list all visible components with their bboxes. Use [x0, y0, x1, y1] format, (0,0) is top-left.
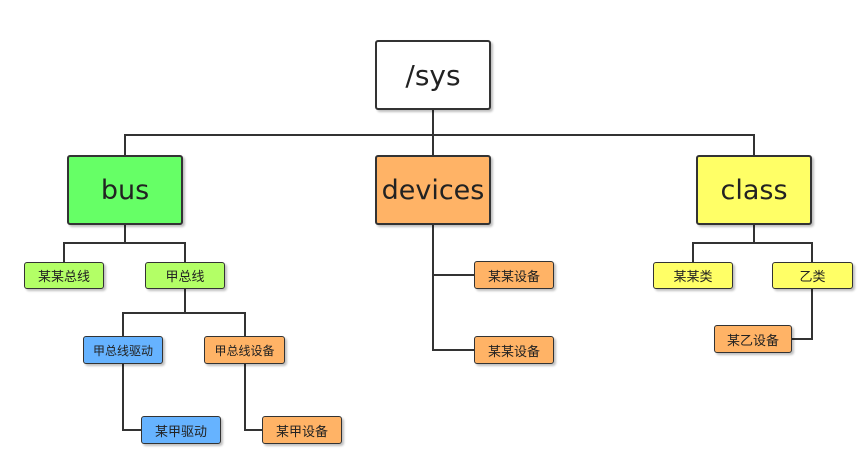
connector-level1-bar [124, 134, 755, 155]
node-a-bus-driver: 甲总线驱动 [83, 336, 163, 364]
node-some-a-driver: 某甲驱动 [141, 416, 221, 444]
node-class-label: class [720, 174, 788, 206]
node-bus: bus [67, 155, 183, 225]
node-sys: /sys [375, 40, 491, 110]
node-devices-label: devices [381, 174, 485, 206]
node-device-1-label: 某某设备 [487, 269, 540, 285]
node-a-bus: 甲总线 [145, 262, 225, 289]
node-b-class-label: 乙类 [799, 270, 826, 285]
node-some-bus-label: 某某总线 [37, 270, 90, 285]
connector-bus-bar [63, 242, 186, 262]
node-device-2-label: 某某设备 [487, 344, 540, 360]
node-a-bus-label: 甲总线 [165, 270, 205, 285]
connector-b-class [792, 289, 813, 340]
node-a-bus-device-label: 甲总线设备 [214, 343, 275, 358]
connector-device [244, 364, 262, 431]
connector-class-bar [692, 242, 813, 262]
node-some-a-driver-label: 某甲驱动 [154, 424, 207, 440]
node-device-1: 某某设备 [474, 261, 554, 289]
connector-a-bus-bar [122, 312, 246, 336]
node-some-b-device-label: 某乙设备 [726, 333, 779, 349]
node-devices: devices [375, 155, 491, 225]
node-some-bus: 某某总线 [24, 262, 104, 289]
node-sys-label: /sys [405, 58, 461, 92]
node-some-a-device: 某甲设备 [262, 416, 342, 444]
node-class: class [696, 155, 812, 225]
node-a-bus-driver-label: 甲总线驱动 [92, 343, 153, 358]
node-bus-label: bus [100, 174, 150, 206]
connector-devices-children [432, 225, 474, 351]
node-some-class-label: 某某类 [673, 270, 713, 285]
node-b-class: 乙类 [772, 262, 853, 289]
node-device-2: 某某设备 [474, 336, 554, 364]
node-some-class: 某某类 [653, 262, 733, 289]
connector-driver [122, 364, 141, 431]
node-some-a-device-label: 某甲设备 [275, 424, 328, 440]
node-a-bus-device: 甲总线设备 [204, 336, 285, 364]
node-some-b-device: 某乙设备 [714, 325, 792, 353]
